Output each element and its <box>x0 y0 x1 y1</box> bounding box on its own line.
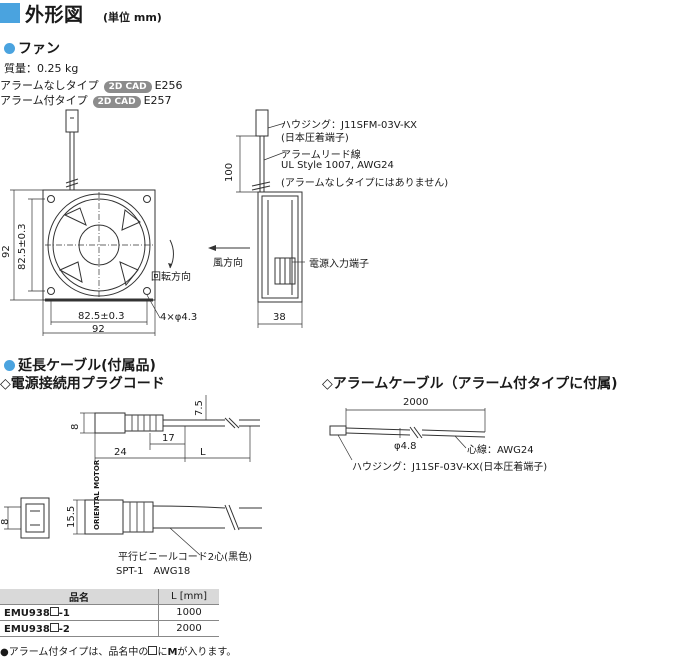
product-table: 品名 L [mm] EMU938-1 1000 EMU938-2 2000 <box>0 589 219 637</box>
table-header-L: L [mm] <box>158 589 219 605</box>
dim-fan-holes: 4×φ4.3 <box>160 312 198 323</box>
cable-heading: 延長ケーブル(付属品) <box>4 355 156 375</box>
dim-alarm-dia: φ4.8 <box>394 441 417 452</box>
dim-plug-75: 7.5 <box>194 400 205 416</box>
table-row: EMU938-1 1000 <box>0 604 219 621</box>
label-rotation: 回転方向 <box>151 272 191 283</box>
dim-plug-8: 8 <box>70 423 81 430</box>
dim-fan-pitch-h: 82.5±0.3 <box>78 311 125 322</box>
fan-side-view <box>208 109 305 328</box>
fan-heading: ファン <box>4 38 60 58</box>
unit-note: (単位 mm) <box>103 11 162 24</box>
dim-depth: 38 <box>273 312 286 323</box>
alarm-cable-heading: ◇アラームケーブル（アラーム付タイプに付属) <box>322 376 618 392</box>
bullet-icon <box>4 360 15 371</box>
dim-alarm-length: 2000 <box>403 397 429 408</box>
cad-badge[interactable]: 2D CAD <box>92 96 141 108</box>
label-housing-maker: (日本圧着端子) <box>281 133 349 144</box>
plug-brand-text: ORIENTAL MOTOR <box>93 459 101 530</box>
dim-fan-width: 92 <box>92 324 105 335</box>
dim-plug-L: L <box>200 447 206 458</box>
label-housing: ハウジング：J11SFM-03V-KX <box>281 120 418 131</box>
placeholder-box-icon <box>49 606 59 616</box>
label-no-alarm-note: (アラームなしタイプにはありません) <box>281 178 449 189</box>
label-alarm-lead: アラームリード線 <box>281 150 361 161</box>
footnote: ●アラーム付タイプは、品名中のにMが入ります。 <box>0 646 237 658</box>
product-length: 1000 <box>158 604 219 621</box>
cad-badge[interactable]: 2D CAD <box>103 81 152 93</box>
label-power-terminal: 電源入力端子 <box>309 259 369 270</box>
product-length: 2000 <box>158 620 219 637</box>
cord-label: 平行ビニールコード2心(黒色) <box>118 552 252 563</box>
table-header-name: 品名 <box>0 589 159 605</box>
dim-plug-24: 24 <box>114 447 127 458</box>
plug-heading: ◇電源接続用プラグコード <box>0 376 165 392</box>
label-ul: UL Style 1007, AWG24 <box>281 160 394 171</box>
label-airflow: 風方向 <box>213 258 243 269</box>
dim-plug-17: 17 <box>162 433 175 444</box>
dim-fan-height: 92 <box>1 245 12 258</box>
page-title: 外形図 <box>25 4 84 26</box>
fan-mass: 質量：0.25 kg <box>4 62 79 75</box>
table-header-row: 品名 L [mm] <box>0 589 219 605</box>
dim-lead: 100 <box>224 162 235 182</box>
fan-front-view <box>10 109 174 336</box>
product-name: EMU938-1 <box>0 604 159 621</box>
alarm-core: 心線：AWG24 <box>467 445 534 456</box>
alarm-cable-view <box>329 408 486 461</box>
dim-fan-pitch-v: 82.5±0.3 <box>17 223 28 270</box>
plug-cord-top-view <box>80 395 260 462</box>
cord-spec: SPT-1 AWG18 <box>116 566 191 577</box>
dim-plug-8b: 8 <box>0 518 11 525</box>
plug-cord-front-view <box>4 497 262 556</box>
dim-plug-155: 15.5 <box>66 505 77 528</box>
product-name: EMU938-2 <box>0 620 159 637</box>
title-marker <box>0 3 20 23</box>
placeholder-box-icon <box>49 622 59 632</box>
table-row: EMU938-2 2000 <box>0 620 219 637</box>
placeholder-box-icon <box>148 646 158 655</box>
alarm-housing: ハウジング：J11SF-03V-KX(日本圧着端子) <box>352 462 548 473</box>
bullet-icon <box>4 43 15 54</box>
